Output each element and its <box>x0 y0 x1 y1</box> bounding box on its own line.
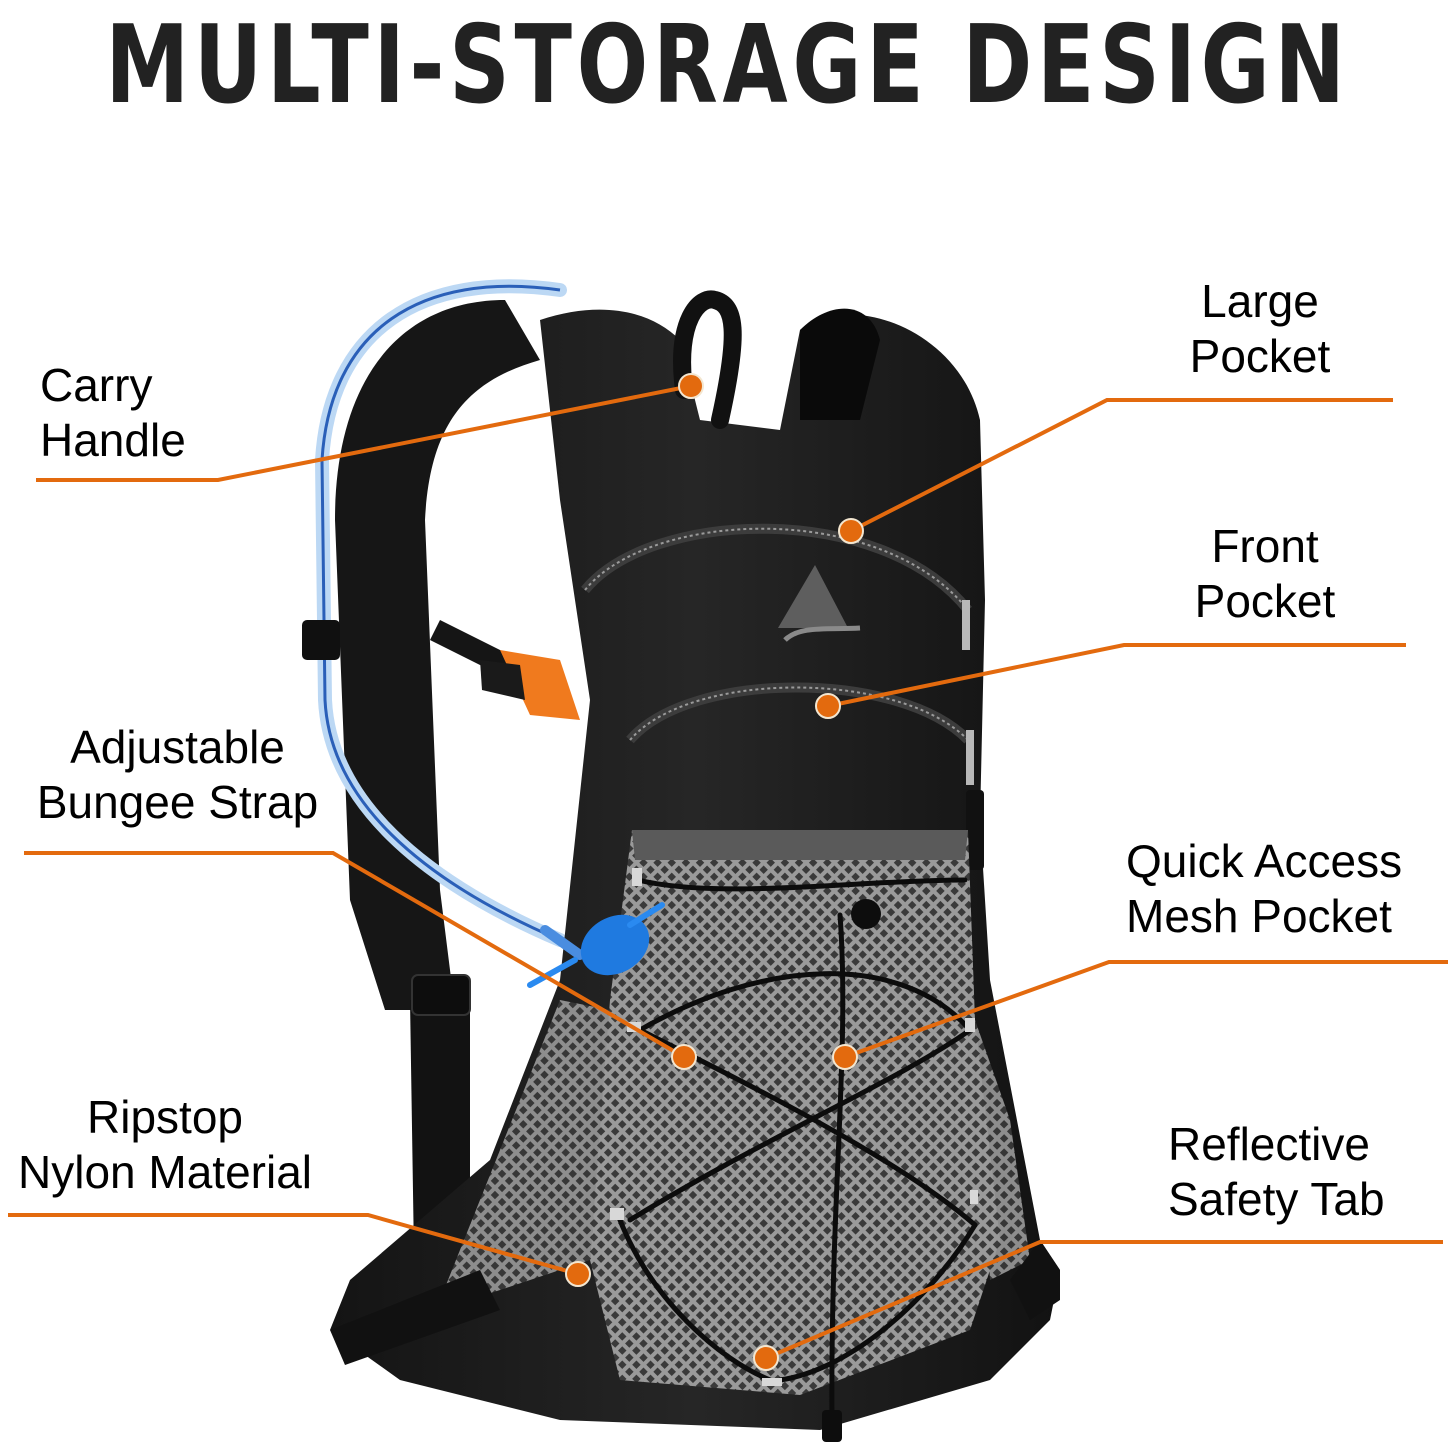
callout-ripstop-nylon-material <box>8 1213 591 1287</box>
callout-label-carry-handle: Carry Handle <box>40 358 186 468</box>
callout-label-large-pocket: Large Pocket <box>1150 274 1370 384</box>
backpack-body <box>330 290 1060 1442</box>
brand-logo <box>778 565 861 642</box>
callout-text: Carry <box>40 359 153 411</box>
callout-text: Pocket <box>1189 330 1331 382</box>
callout-dot-icon <box>678 373 704 399</box>
callout-text: Large <box>1201 275 1319 327</box>
callout-label-ripstop-nylon-material: Ripstop Nylon Material <box>4 1090 326 1200</box>
callout-large-pocket <box>838 398 1393 544</box>
callout-text: Handle <box>40 414 186 466</box>
callout-dot-icon <box>753 1345 779 1371</box>
leader-line <box>850 398 1393 533</box>
callout-quick-access-mesh-pocket <box>832 960 1448 1070</box>
callout-text: Nylon Material <box>18 1146 312 1198</box>
hydration-tube <box>302 279 567 947</box>
callout-reflective-safety-tab <box>753 1240 1443 1371</box>
callout-text: Pocket <box>1194 575 1336 627</box>
bite-valve <box>527 902 665 988</box>
page-title: MULTI-STORAGE DESIGN <box>105 2 1350 128</box>
callout-label-adjustable-bungee-strap: Adjustable Bungee Strap <box>20 720 335 830</box>
callout-text: Reflective <box>1168 1118 1370 1170</box>
callout-text: Ripstop <box>87 1091 243 1143</box>
callout-text: Quick Access <box>1126 835 1403 887</box>
leader-line <box>24 851 686 1059</box>
leader-line <box>8 1213 579 1276</box>
callout-dot-icon <box>671 1044 697 1070</box>
callout-text: Safety Tab <box>1168 1173 1385 1225</box>
callout-adjustable-bungee-strap <box>24 851 697 1070</box>
leader-line <box>36 384 692 482</box>
callout-dot-icon <box>565 1261 591 1287</box>
leader-line <box>827 643 1406 708</box>
callout-front-pocket <box>815 643 1406 719</box>
callout-dot-icon <box>832 1044 858 1070</box>
chest-buckle <box>430 620 580 720</box>
callout-text: Adjustable <box>70 721 285 773</box>
callout-label-reflective-safety-tab: Reflective Safety Tab <box>1168 1117 1385 1227</box>
callout-dot-icon <box>815 693 841 719</box>
callout-text: Front <box>1211 520 1319 572</box>
leader-line <box>844 960 1448 1059</box>
leader-line <box>765 1240 1443 1360</box>
callout-label-quick-access-mesh-pocket: Quick Access Mesh Pocket <box>1126 834 1402 944</box>
callout-carry-handle <box>36 373 704 482</box>
bungee-cord <box>615 877 978 1423</box>
callout-text: Mesh Pocket <box>1126 890 1392 942</box>
callout-label-front-pocket: Front Pocket <box>1155 519 1375 629</box>
callout-text: Bungee Strap <box>36 776 319 828</box>
callout-dot-icon <box>838 518 864 544</box>
